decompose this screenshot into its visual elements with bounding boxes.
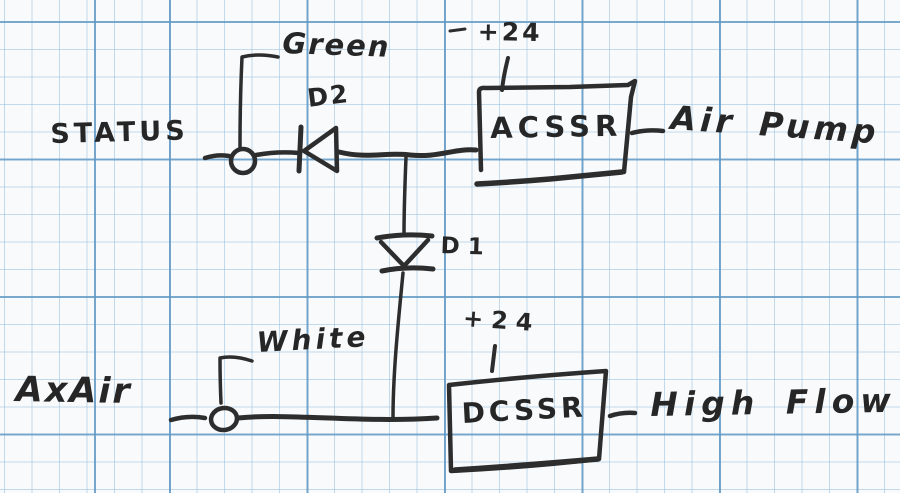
label-dcssr-relay: DCSSR: [460, 390, 588, 430]
label-axair-input: AxAir: [15, 370, 133, 413]
diode-d2-triangle: [301, 125, 340, 174]
label-high-flow-load: High Flow: [649, 380, 898, 424]
label-diode-d2: D2: [305, 78, 352, 113]
wire-plus24-tick-bottom: [490, 344, 497, 373]
wire-status-stub: [202, 153, 232, 161]
wire-plus24-tick-top: [500, 56, 510, 92]
diode-d1-top-bar: [374, 232, 435, 241]
wire-d2-to-acssr: [336, 147, 479, 159]
acssr-box-bottom: [474, 169, 625, 187]
wire-axair-stub: [168, 414, 208, 423]
label-plus24-top: +24: [477, 17, 543, 48]
label-white-wire-tag: White: [255, 320, 371, 359]
label-green-wire-tag: Green: [281, 26, 392, 64]
diode-d1-cathode-bar: [379, 265, 436, 274]
bracket-white-tag: [218, 355, 254, 405]
dcssr-box-bottom-heavy: [452, 456, 601, 473]
label-plus24-bottom: +24: [462, 304, 542, 338]
acssr-box-left-top-right: [476, 78, 638, 175]
wire-axair-to-dcssr: [235, 414, 440, 422]
label-diode-d1: D1: [440, 233, 493, 261]
wire-dcssr-to-highflow: [607, 410, 638, 419]
diode-d2-cathode-bar: [296, 124, 304, 174]
label-status-input: STATUS: [49, 115, 190, 150]
wire-branch-down: [402, 155, 408, 237]
label-acssr-relay: ACSSR: [489, 108, 623, 145]
terminal-status-circle: [228, 146, 258, 176]
terminal-axair-circle: [208, 405, 240, 433]
bracket-green-tag: [238, 53, 280, 149]
wire-acssr-to-airpump: [629, 128, 666, 136]
diode-d1-triangle: [378, 237, 431, 269]
wire-d1-to-bottom: [391, 271, 405, 420]
wire-status-to-d2: [253, 150, 302, 158]
stray-mark: [448, 27, 467, 33]
